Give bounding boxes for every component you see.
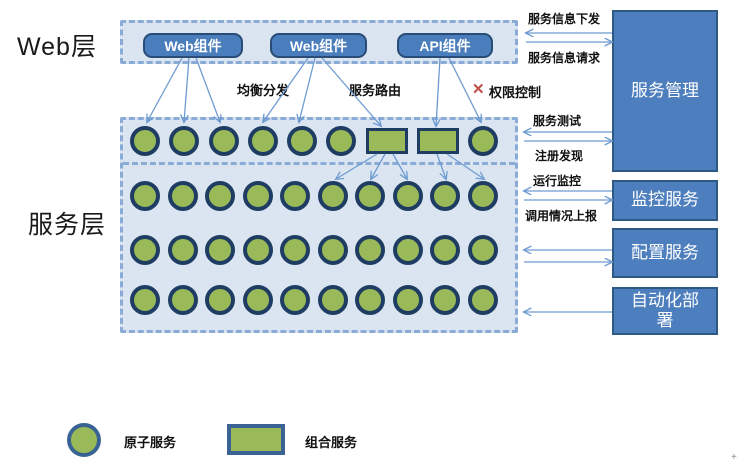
atomic-service-node bbox=[430, 235, 461, 265]
web-layer-label: Web层 bbox=[17, 33, 97, 61]
service-row-1 bbox=[130, 126, 498, 156]
atomic-service-node bbox=[205, 235, 236, 265]
atomic-service-node bbox=[467, 181, 498, 211]
atomic-service-node bbox=[392, 285, 423, 315]
service-row-3 bbox=[130, 235, 498, 265]
config-service-box: 配置服务 bbox=[612, 228, 718, 278]
composite-service-node bbox=[416, 128, 459, 154]
atomic-service-node bbox=[317, 181, 348, 211]
service-row-4 bbox=[130, 285, 498, 315]
atomic-service-node bbox=[167, 235, 198, 265]
atomic-service-node bbox=[130, 181, 160, 211]
legend-atomic-service-label: 原子服务 bbox=[124, 435, 177, 450]
info-push-label: 服务信息下发 bbox=[528, 12, 601, 26]
web-component-1: Web组件 bbox=[143, 33, 243, 58]
service-test-label: 服务测试 bbox=[533, 114, 582, 128]
atomic-service-node bbox=[467, 235, 498, 265]
register-discover-label: 注册发现 bbox=[535, 149, 584, 163]
permission-control-label: 权限控制 bbox=[489, 85, 542, 100]
legend-composite-service-label: 组合服务 bbox=[305, 435, 358, 450]
service-layer-label: 服务层 bbox=[28, 211, 107, 239]
atomic-service-node bbox=[430, 181, 461, 211]
atomic-service-node bbox=[392, 181, 423, 211]
info-request-label: 服务信息请求 bbox=[528, 51, 601, 65]
atomic-service-node bbox=[317, 285, 348, 315]
config-service-label: 配置服务 bbox=[631, 242, 699, 262]
atomic-service-node bbox=[242, 181, 273, 211]
atomic-service-node bbox=[242, 235, 273, 265]
atomic-service-node bbox=[468, 126, 498, 156]
atomic-service-node bbox=[205, 285, 236, 315]
web-component-2: Web组件 bbox=[270, 33, 367, 58]
service-management-label: 服务管理 bbox=[631, 80, 699, 100]
atomic-service-node bbox=[355, 181, 386, 211]
service-route-label: 服务路由 bbox=[349, 83, 402, 98]
auto-deploy-box: 自动化部署 bbox=[612, 287, 718, 335]
api-component: API组件 bbox=[397, 33, 493, 58]
atomic-service-node bbox=[130, 235, 160, 265]
atomic-service-node bbox=[280, 285, 311, 315]
load-balance-label: 均衡分发 bbox=[237, 83, 290, 98]
call-report-label: 调用情况上报 bbox=[525, 209, 598, 223]
atomic-service-node bbox=[355, 235, 386, 265]
auto-deploy-label: 自动化部署 bbox=[631, 290, 699, 330]
atomic-service-node bbox=[242, 285, 273, 315]
legend-composite-service-icon bbox=[227, 424, 285, 455]
atomic-service-node bbox=[205, 181, 236, 211]
runtime-monitor-label: 运行监控 bbox=[533, 174, 582, 188]
service-layer-divider bbox=[123, 162, 515, 165]
service-row-2 bbox=[130, 181, 498, 211]
atomic-service-node bbox=[280, 181, 311, 211]
atomic-service-node bbox=[392, 235, 423, 265]
composite-service-node bbox=[365, 128, 408, 154]
monitoring-service-label: 监控服务 bbox=[631, 190, 699, 210]
atomic-service-node bbox=[467, 285, 498, 315]
atomic-service-node bbox=[355, 285, 386, 315]
atomic-service-node bbox=[287, 126, 317, 156]
cursor-artifact: + bbox=[731, 452, 737, 463]
atomic-service-node bbox=[208, 126, 239, 156]
atomic-service-node bbox=[130, 126, 160, 156]
atomic-service-node bbox=[430, 285, 461, 315]
permission-x-icon: ✕ bbox=[472, 81, 485, 98]
atomic-service-node bbox=[317, 235, 348, 265]
monitoring-service-box: 监控服务 bbox=[612, 180, 718, 221]
legend-atomic-service-icon bbox=[67, 423, 101, 457]
atomic-service-node bbox=[167, 285, 198, 315]
atomic-service-node bbox=[247, 126, 278, 156]
atomic-service-node bbox=[326, 126, 357, 156]
atomic-service-node bbox=[130, 285, 160, 315]
atomic-service-node bbox=[169, 126, 200, 156]
service-management-box: 服务管理 bbox=[612, 10, 718, 172]
atomic-service-node bbox=[167, 181, 198, 211]
atomic-service-node bbox=[280, 235, 311, 265]
